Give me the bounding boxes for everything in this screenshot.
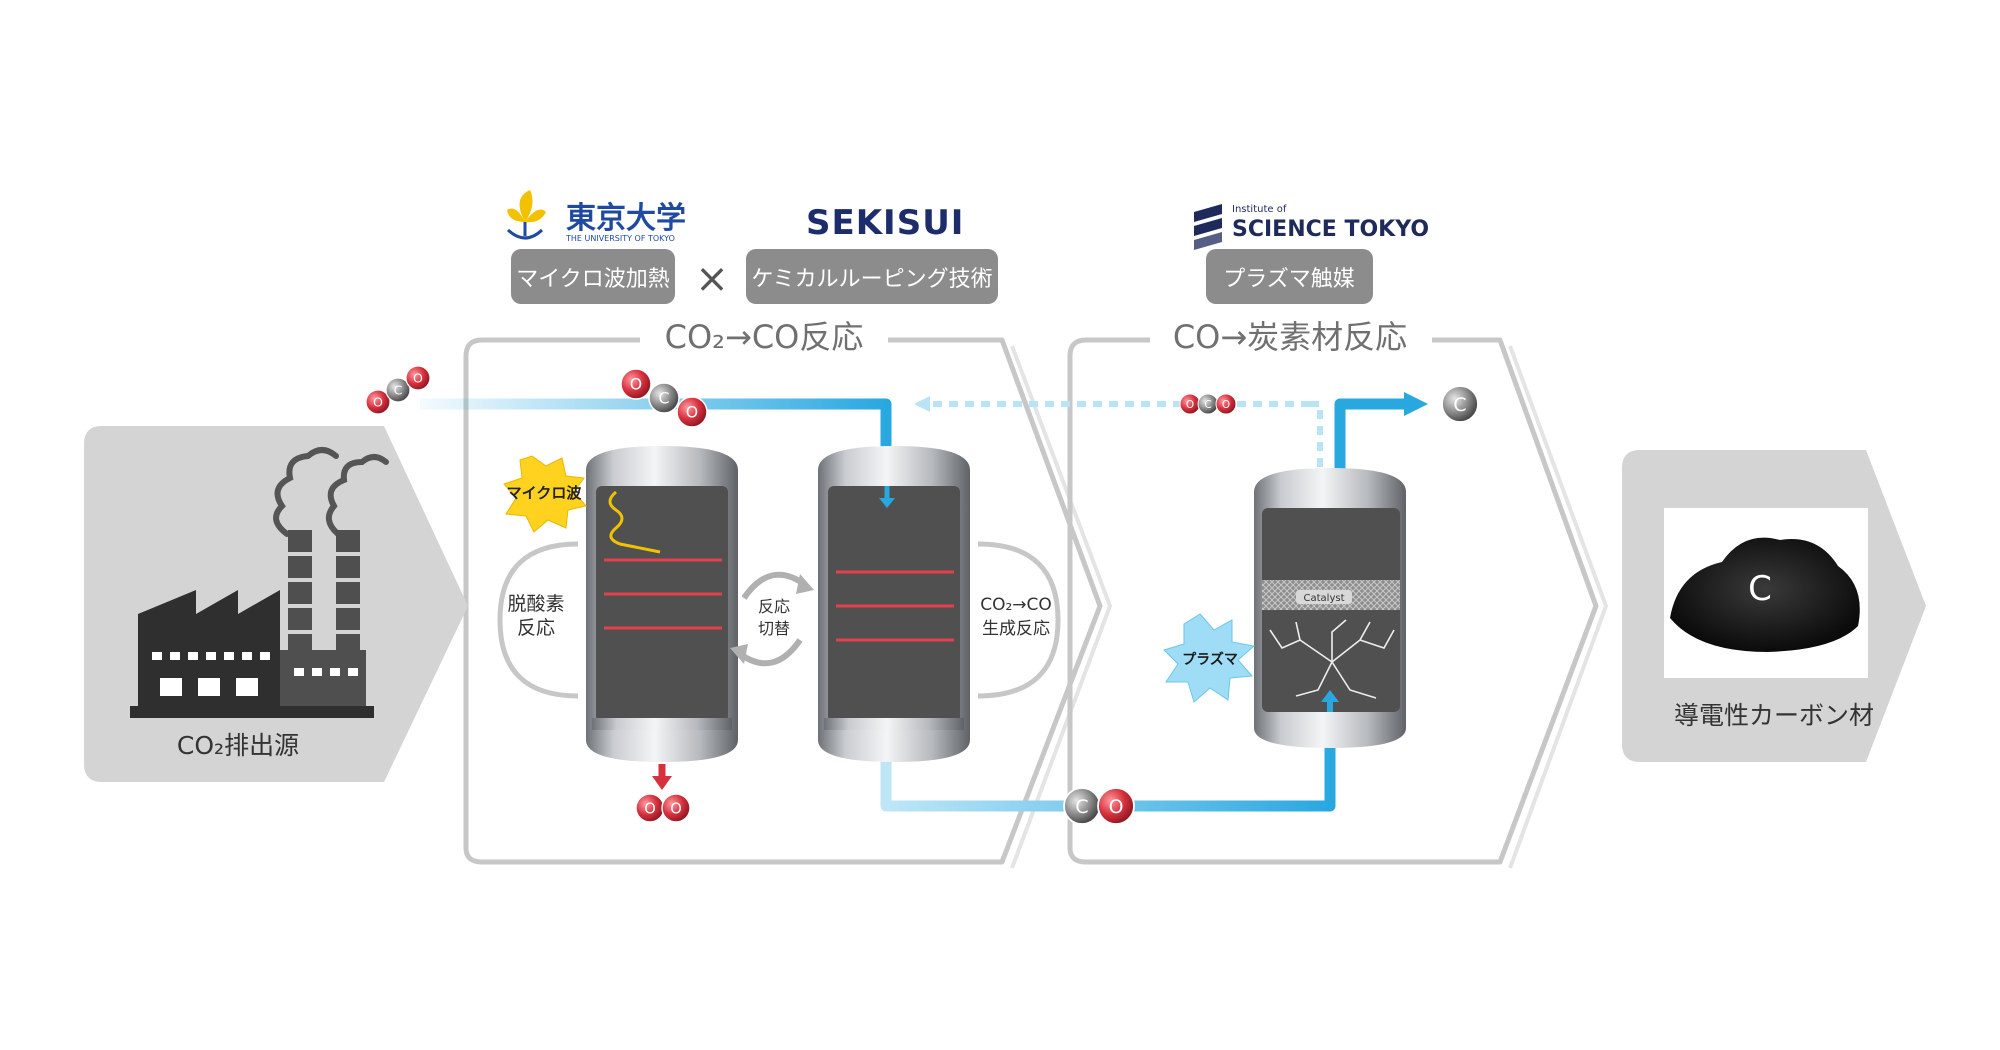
label-switch-2: 切替 bbox=[758, 619, 790, 638]
section-frame-co2-co bbox=[463, 337, 1113, 869]
svg-text:C: C bbox=[1204, 399, 1211, 411]
svg-text:C: C bbox=[1075, 796, 1088, 818]
reactor-co-generation bbox=[818, 446, 970, 762]
product-symbol: C bbox=[1748, 569, 1772, 609]
svg-text:O: O bbox=[373, 395, 383, 410]
svg-text:O: O bbox=[413, 371, 423, 386]
catalyst-label: Catalyst bbox=[1304, 593, 1345, 604]
microwave-wave-icon bbox=[608, 490, 661, 554]
catalyst-chip bbox=[1296, 590, 1352, 604]
sekisui-logo: SEKISUI bbox=[806, 203, 964, 243]
flow-co-recycle bbox=[914, 396, 1323, 470]
co2-molecule-flow: O bbox=[676, 396, 708, 428]
microwave-burst-label: マイクロ波 bbox=[507, 484, 583, 502]
reactor-deoxygenation bbox=[586, 446, 738, 762]
plasma-burst-label: プラズマ bbox=[1182, 651, 1238, 668]
factory-icon bbox=[130, 447, 389, 718]
o2-molecule-output: O bbox=[635, 793, 665, 823]
tag-chemical-looping: ケミカルルーピング技術 bbox=[746, 249, 998, 304]
label-deoxygenation-2: 反応 bbox=[517, 617, 555, 639]
label-co-gen-1: CO₂→CO bbox=[980, 595, 1052, 615]
plasma-burst bbox=[1163, 613, 1256, 703]
science-tokyo-small: Institute of bbox=[1232, 204, 1287, 215]
co2-molecule-inlet: C bbox=[385, 377, 411, 403]
label-co-gen-2: 生成反応 bbox=[982, 619, 1050, 639]
lattice-lines-2 bbox=[836, 570, 954, 642]
cross-symbol: × bbox=[695, 256, 729, 302]
microwave-burst bbox=[503, 455, 587, 533]
science-tokyo-logo: Institute of SCIENCE TOKYO bbox=[1194, 204, 1429, 250]
carbon-powder-image bbox=[1670, 537, 1860, 652]
loop-co-generation bbox=[977, 541, 1061, 699]
product-label: 導電性カーボン材 bbox=[1674, 701, 1874, 730]
svg-text:O: O bbox=[1222, 399, 1230, 411]
svg-text:O: O bbox=[670, 800, 682, 817]
label-deoxygenation-1: 脱酸素 bbox=[507, 593, 564, 615]
utokyo-name-jp: 東京大学 bbox=[566, 201, 686, 236]
science-tokyo-mark-icon bbox=[1194, 204, 1222, 250]
svg-text:マイクロ波加熱: マイクロ波加熱 bbox=[516, 267, 670, 292]
tag-microwave: マイクロ波加熱 bbox=[511, 249, 675, 304]
co-molecule-recycle: C bbox=[1197, 393, 1219, 415]
svg-text:O: O bbox=[644, 800, 656, 817]
svg-text:プラズマ触媒: プラズマ触媒 bbox=[1223, 267, 1355, 292]
loop-deoxygenation bbox=[497, 541, 579, 699]
co2-molecule-flow: C bbox=[648, 382, 680, 414]
co-molecule-recycle: O bbox=[1179, 393, 1201, 415]
svg-text:C: C bbox=[394, 383, 403, 398]
co-molecule-transfer: C bbox=[1063, 787, 1101, 825]
carbon-atom-output: C bbox=[1441, 385, 1479, 423]
flow-carbon-out bbox=[1334, 392, 1428, 470]
utokyo-name-en: THE UNIVERSITY OF TOKYO bbox=[565, 234, 675, 243]
svg-text:O: O bbox=[686, 403, 698, 422]
carbon-product-panel bbox=[1622, 450, 1926, 762]
reactor-plasma bbox=[1254, 468, 1406, 748]
svg-text:C: C bbox=[1453, 394, 1466, 416]
tag-plasma-catalyst: プラズマ触媒 bbox=[1206, 249, 1373, 304]
source-label: CO₂排出源 bbox=[177, 731, 299, 760]
co-molecule-transfer: O bbox=[1097, 787, 1135, 825]
svg-text:ケミカルルーピング技術: ケミカルルーピング技術 bbox=[751, 267, 992, 292]
switch-arrows-icon bbox=[738, 571, 806, 667]
science-tokyo-name: SCIENCE TOKYO bbox=[1232, 217, 1429, 242]
svg-text:C: C bbox=[659, 389, 670, 408]
plasma-discharge bbox=[1269, 619, 1395, 699]
section-title-co2-co: CO₂→CO反応 bbox=[665, 318, 864, 356]
co2-molecule-flow: O bbox=[620, 368, 652, 400]
label-switch-1: 反応 bbox=[758, 597, 790, 616]
co2-molecule-inlet: O bbox=[365, 389, 391, 415]
svg-text:O: O bbox=[1109, 796, 1124, 818]
svg-text:O: O bbox=[1186, 399, 1194, 411]
ginkgo-icon bbox=[506, 190, 546, 240]
section-frame-co-carbon bbox=[1067, 337, 1609, 869]
svg-text:O: O bbox=[630, 375, 642, 394]
utokyo-logo: 東京大学 THE UNIVERSITY OF TOKYO bbox=[506, 190, 686, 243]
co2-molecule-inlet: O bbox=[405, 365, 431, 391]
co-molecule-recycle: O bbox=[1215, 393, 1237, 415]
section-title-co-carbon: CO→炭素材反応 bbox=[1173, 318, 1407, 356]
lattice-lines-1 bbox=[604, 558, 722, 630]
o2-molecule-output: O bbox=[661, 793, 691, 823]
